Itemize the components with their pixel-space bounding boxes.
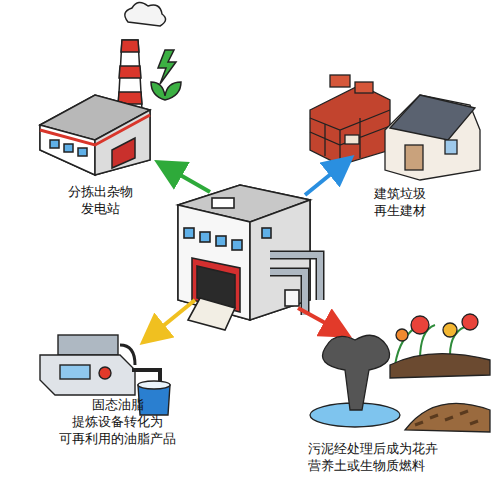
caption-text: 污泥经处理后成为花卉 营养土或生物质燃料 <box>308 440 493 474</box>
yellow-arrow <box>152 300 195 335</box>
output-label: 污泥经处理后成为花卉 营养土或生物质燃料 <box>308 440 493 474</box>
output-label: 固态油脂 提炼设备转化为 可再利用的油脂产品 <box>55 396 180 447</box>
caption-text: 固态油脂 提炼设备转化为 可再利用的油脂产品 <box>55 396 180 447</box>
caption-text: 建筑垃圾 再生建材 <box>362 185 438 219</box>
bricks-and-house <box>310 75 480 180</box>
power-station <box>40 2 181 175</box>
output-label: 分拣出杂物 发电站 <box>62 183 138 217</box>
green-arrow <box>168 168 210 192</box>
caption-text: 分拣出杂物 发电站 <box>62 183 138 217</box>
output-label: 建筑垃圾 再生建材 <box>362 185 438 219</box>
sludge-soil-fuel <box>310 314 490 432</box>
blue-arrow <box>305 165 342 195</box>
flow-arrows <box>152 165 342 335</box>
red-arrow <box>298 308 338 330</box>
